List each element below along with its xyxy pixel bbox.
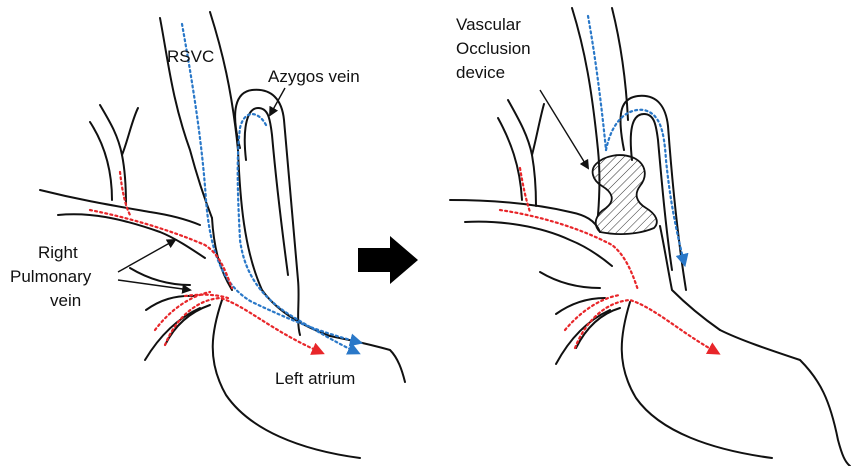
pv-twig-3-r — [532, 155, 536, 206]
atrium-wall-r — [622, 302, 772, 458]
red-flow-lower-2 — [155, 292, 210, 330]
atrium-right-wall-r — [720, 330, 850, 466]
pv-upper-branch-r — [450, 200, 600, 232]
svc-left-wall-r — [572, 8, 600, 215]
pv-twig-2 — [100, 105, 138, 155]
red-flow-upper — [90, 210, 232, 288]
pv-lower-2-r — [556, 298, 605, 314]
label-device-line1: Vascular — [456, 15, 521, 34]
label-device-line2: Occlusion — [456, 39, 531, 58]
right-panel: Vascular Occlusion device — [450, 8, 850, 466]
pv-twig-2-r — [508, 100, 544, 155]
pv-lower-1-r — [540, 272, 600, 288]
red-flow-lower — [165, 298, 320, 352]
pv-upper-branch-2-r — [465, 222, 612, 266]
svc-right-wall — [210, 12, 330, 336]
left-panel: RSVC Azygos vein Right Pulmonary vein Le… — [10, 12, 405, 458]
label-pulmonary-line3: vein — [50, 291, 81, 310]
red-flow-lower-r — [575, 300, 716, 352]
device-pointer — [540, 90, 588, 168]
label-rsvc: RSVC — [167, 47, 214, 66]
label-device-line3: device — [456, 63, 505, 82]
transition-arrow — [358, 236, 418, 284]
pv-twig-1 — [90, 122, 112, 200]
label-pulmonary-line2: Pulmonary — [10, 267, 92, 286]
occlusion-device — [593, 155, 657, 234]
pv-lower-2 — [146, 296, 195, 310]
pv-pointer-1 — [118, 240, 175, 272]
label-azygos-vein: Azygos vein — [268, 67, 360, 86]
pv-twig-1-r — [498, 118, 522, 200]
blue-flow-svc-r — [588, 16, 606, 150]
label-pulmonary-line1: Right — [38, 243, 78, 262]
label-left-atrium: Left atrium — [275, 369, 355, 388]
azygos-inner — [245, 108, 288, 275]
